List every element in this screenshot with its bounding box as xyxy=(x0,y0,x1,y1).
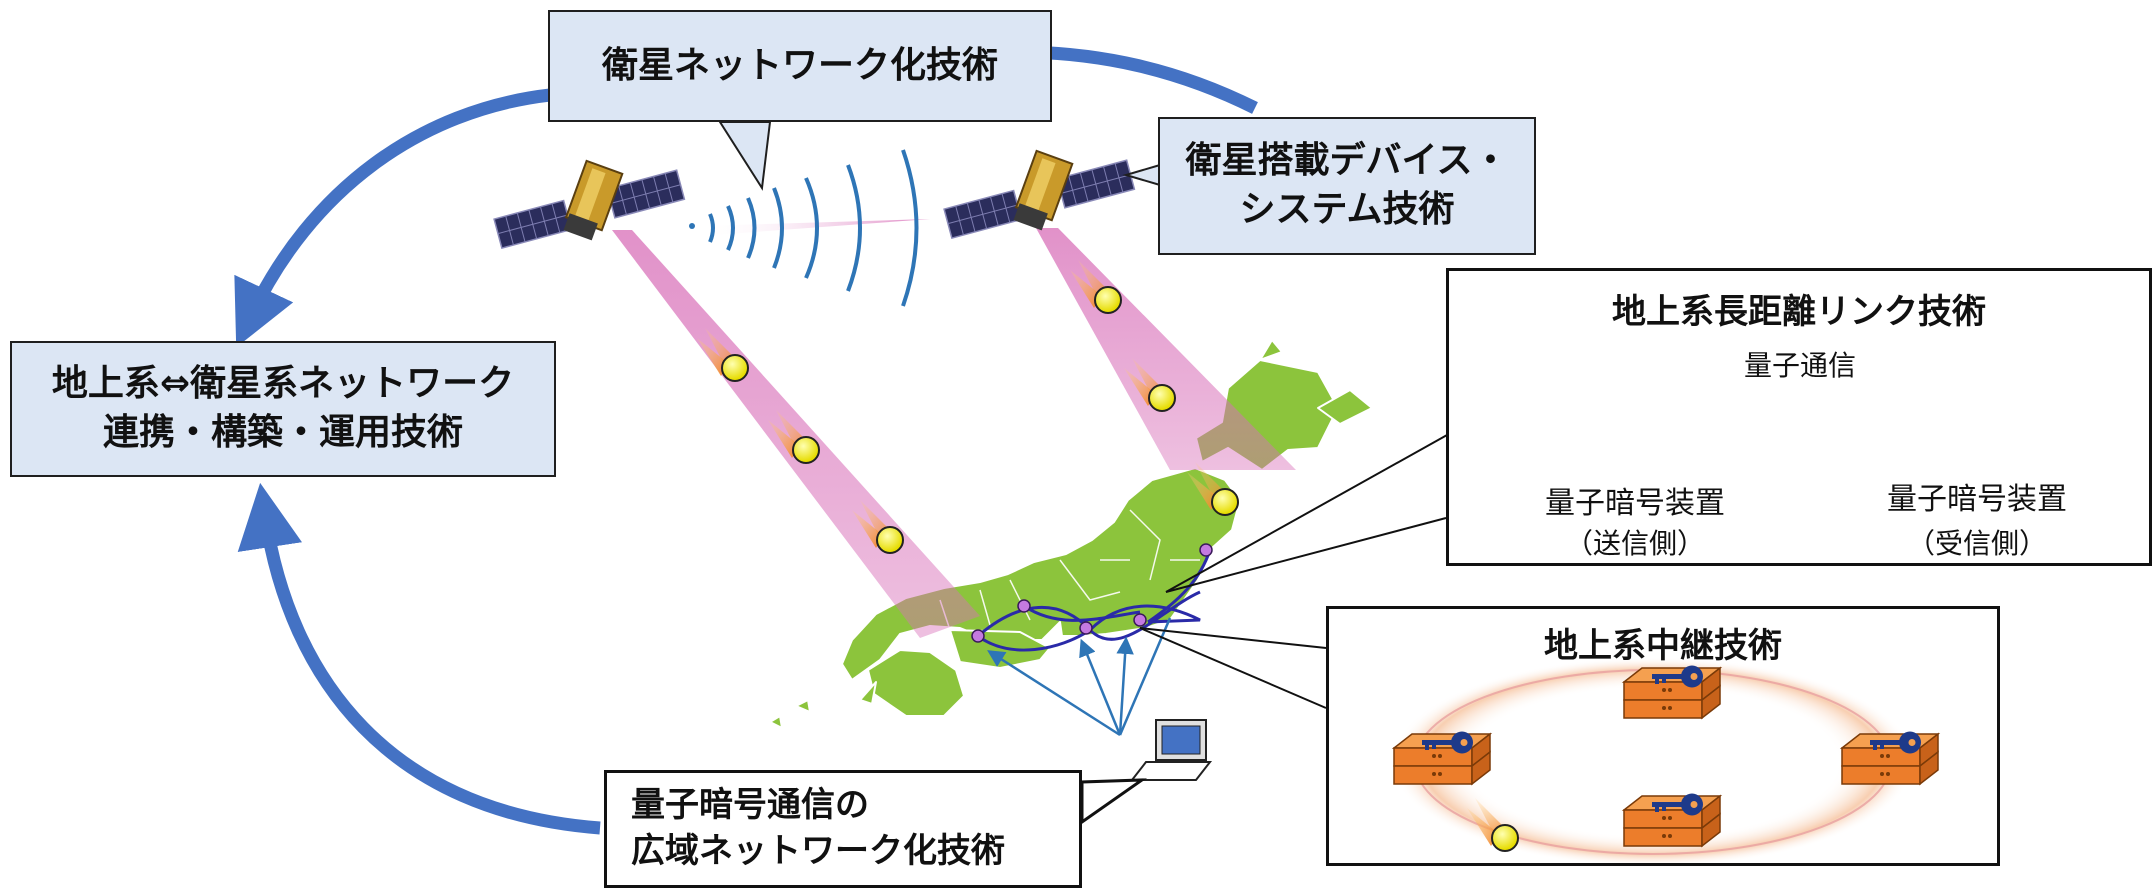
relay-panel xyxy=(1326,606,2000,866)
satellite-left-icon xyxy=(493,159,686,250)
laptop-icon xyxy=(1129,719,1213,781)
wide-area-box: 量子暗号通信の 広域ネットワーク化技術 xyxy=(604,770,1082,888)
callout-line-long-distance-1 xyxy=(1165,429,1457,593)
onboard-device-box: 衛星搭載デバイス・ システム技術 xyxy=(1158,117,1536,255)
ground-satellite-label-1: 地上系⇔衛星系ネットワーク xyxy=(51,363,515,405)
fiber-node-icons xyxy=(971,543,1213,643)
callout-line-long-distance-2 xyxy=(1165,517,1447,593)
ground-satellite-box: 地上系⇔衛星系ネットワーク 連携・構築・運用技術 xyxy=(10,341,556,477)
onboard-device-label-2: システム技術 xyxy=(1239,189,1455,230)
relay-diagram xyxy=(1391,657,1939,867)
satellite-network-label: 衛星ネットワーク化技術 xyxy=(601,44,998,86)
wide-area-label-2: 広域ネットワーク化技術 xyxy=(631,831,1005,871)
ground-satellite-label-2: 連携・構築・運用技術 xyxy=(102,412,463,453)
cycle-arrow-top-right xyxy=(1029,45,1258,114)
callout-tail-satellite-network xyxy=(718,121,772,191)
callout-line-relay-1 xyxy=(1139,627,1327,649)
receiver-label: 量子暗号装置 xyxy=(1887,482,2067,517)
satellite-right-icon xyxy=(943,149,1136,240)
right-downlink-beam xyxy=(1036,228,1296,470)
signal-waves-icon xyxy=(689,149,919,307)
quantum-channel-label: 量子通信 xyxy=(1743,349,1856,382)
callout-line-relay-2 xyxy=(1139,627,1327,709)
callout-tail-wide-area xyxy=(1080,778,1147,825)
cycle-arrow-bottom-left xyxy=(237,482,601,835)
wide-area-label-1: 量子暗号通信の xyxy=(631,785,869,826)
long-distance-title: 地上系長距離リンク技術 xyxy=(1612,292,1986,332)
onboard-device-label-1: 衛星搭載デバイス・ xyxy=(1185,140,1509,182)
long-distance-panel xyxy=(1446,268,2152,566)
receiver-side-label: （受信側） xyxy=(1906,527,2047,560)
cycle-arrow-top-left xyxy=(234,88,551,348)
satellite-network-box: 衛星ネットワーク化技術 xyxy=(548,10,1052,122)
sender-label: 量子暗号装置 xyxy=(1545,486,1725,521)
sender-side-label: （送信側） xyxy=(1564,527,1705,560)
relay-title: 地上系中継技術 xyxy=(1544,626,1782,666)
